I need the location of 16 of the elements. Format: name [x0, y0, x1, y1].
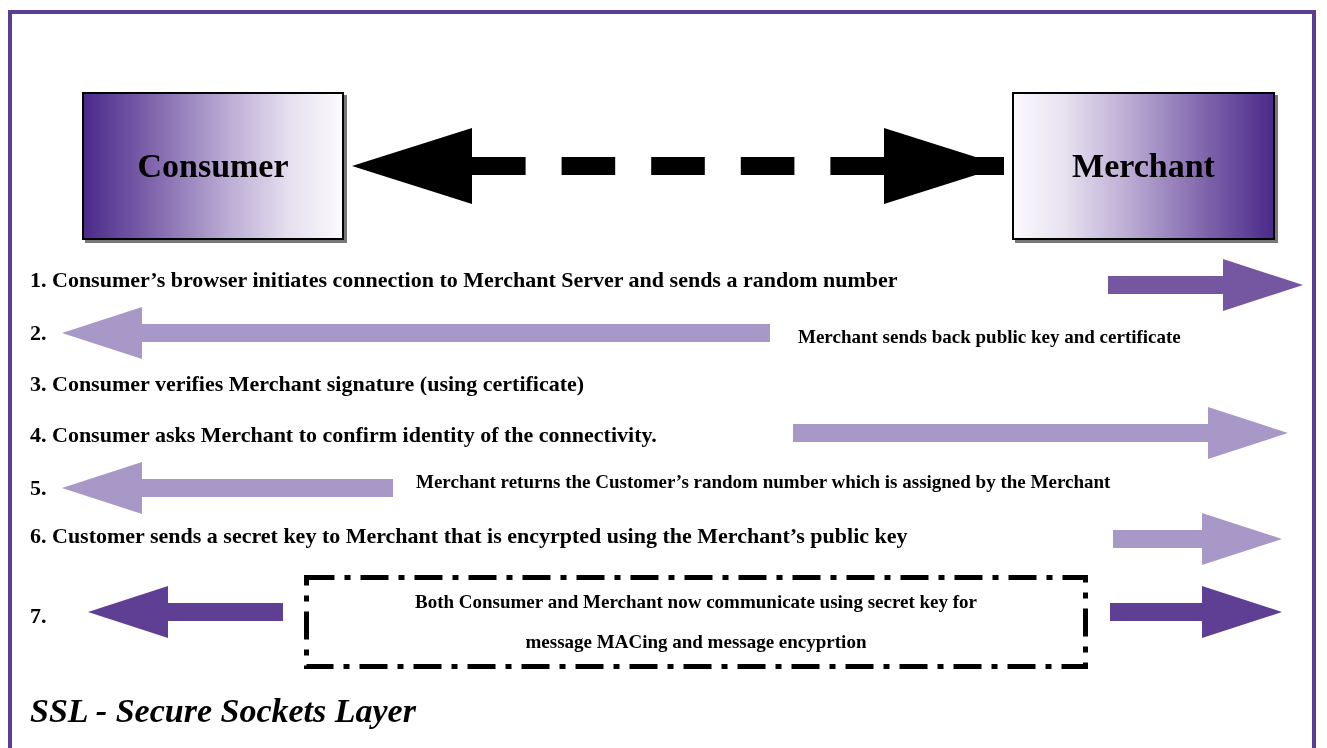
gradient-box — [1012, 92, 1275, 240]
step-text: Merchant returns the Customer’s random number which is assigned by the Merchant — [416, 471, 1111, 493]
step-text: 1. Consumer’s browser initiates connection to Merchant Server and sends a random number — [30, 267, 898, 293]
step-text: 6. Customer sends a secret key to Merchant that is encyrpted using the Merchant’s public key — [30, 523, 908, 549]
box-label: Consumer — [137, 147, 289, 185]
step-text: 5. — [30, 475, 47, 501]
gradient-box — [82, 92, 344, 240]
caption: SSL - Secure Sockets Layer — [30, 692, 416, 730]
step-text: 3. Consumer verifies Merchant signature (using certificate) — [30, 371, 585, 397]
step-text: 2. — [30, 320, 47, 346]
box-label: Merchant — [1072, 147, 1215, 185]
step-text: 7. — [30, 603, 47, 629]
double-headed-arrow — [352, 128, 1004, 204]
box-label: Both Consumer and Merchant now communicate using secret key for message MACing and message encyprtion — [413, 590, 979, 654]
step-text: 4. Consumer asks Merchant to confirm identity of the connectivity. — [30, 422, 657, 448]
step-text: Merchant sends back public key and certificate — [798, 326, 1181, 348]
